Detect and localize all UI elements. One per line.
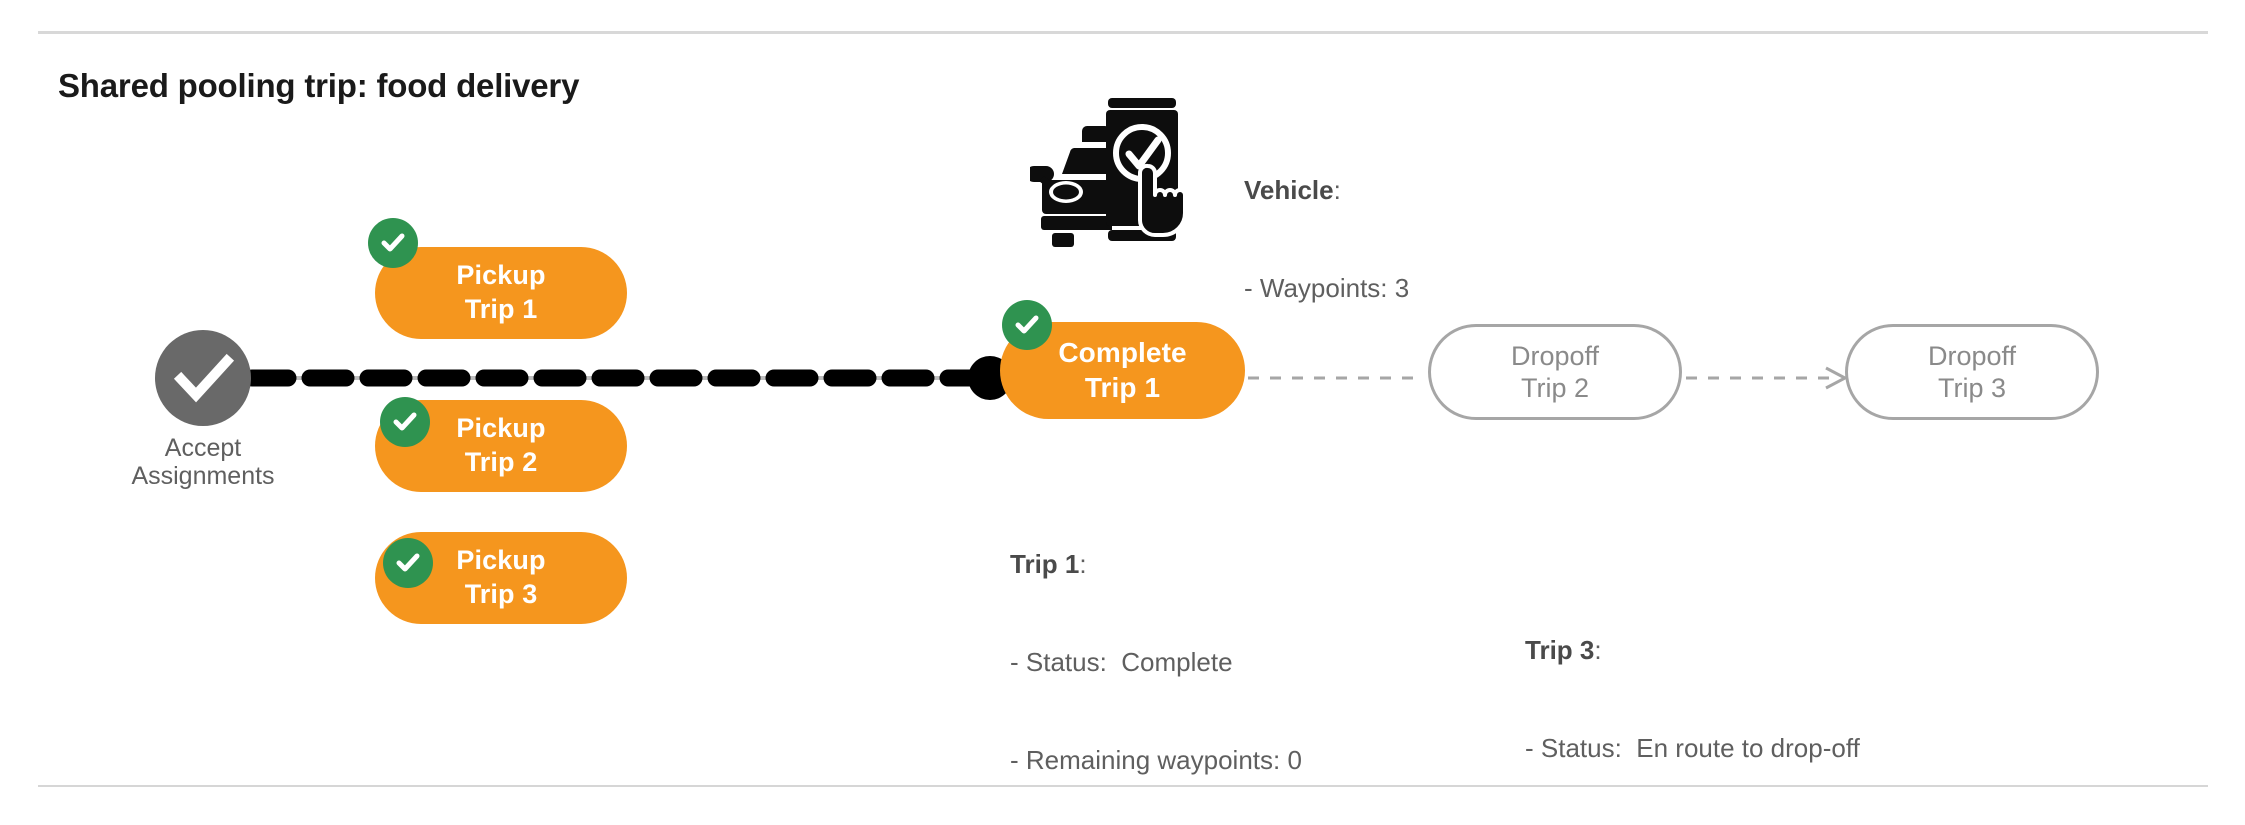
accept-label-line2: Assignments	[131, 462, 275, 491]
check-badge-pickup-3-icon	[383, 538, 433, 588]
vehicle-info-heading-row: Vehicle:	[1244, 174, 1409, 207]
trip-3-heading: Trip 3	[1525, 634, 1595, 665]
check-badge-pickup-1-icon	[368, 218, 418, 268]
dropoff-2-line1: Dropoff	[1510, 340, 1600, 371]
trip-3-heading-row: Trip 3:	[1525, 634, 1860, 667]
accept-label-line1: Accept	[164, 434, 242, 462]
pickup-1-line2: Trip 1	[464, 294, 538, 324]
dropoff-3-line1: Dropoff	[1927, 340, 2017, 371]
page-title: Shared pooling trip: food delivery	[58, 67, 580, 104]
vehicle-info-waypoints: - Waypoints: 3	[1244, 272, 1410, 303]
trip-3-status: - Status: En route to drop-off	[1525, 732, 1860, 763]
node-complete-trip-1[interactable]: Complete Trip 1	[1000, 322, 1245, 419]
vehicle-info-heading: Vehicle	[1244, 174, 1334, 205]
check-badge-complete-icon	[1002, 300, 1052, 350]
complete-line2: Trip 1	[1084, 371, 1161, 403]
node-pickup-trip-1[interactable]: Pickup Trip 1	[375, 247, 627, 339]
trip-1-heading-row: Trip 1:	[1010, 548, 1345, 581]
trip-3-info-block: Trip 3: - Status: En route to drop-off -…	[1525, 568, 1860, 825]
vehicle-info-heading-suffix: :	[1333, 174, 1341, 205]
node-accept-assignments[interactable]: Accept Assignments	[131, 330, 275, 490]
pickup-1-line1: Pickup	[456, 260, 546, 291]
arrow-head-icon	[1825, 366, 1849, 390]
trip-1-2-info-block: Trip 1: - Status: Complete - Remaining w…	[1010, 482, 1345, 825]
trip-1-heading: Trip 1	[1010, 548, 1080, 579]
dropoff-3-line2: Trip 3	[1937, 373, 2006, 403]
node-pickup-trip-2[interactable]: Pickup Trip 2	[375, 400, 627, 492]
vehicle-phone-check-icon	[1030, 88, 1192, 250]
node-dropoff-trip-2[interactable]: Dropoff Trip 2	[1428, 324, 1682, 420]
pickup-3-line2: Trip 3	[464, 579, 538, 609]
node-dropoff-trip-3[interactable]: Dropoff Trip 3	[1845, 324, 2099, 420]
trip-1-status: - Status: Complete	[1010, 646, 1233, 677]
top-divider	[38, 31, 2208, 34]
pickup-2-line2: Trip 2	[464, 447, 538, 477]
complete-line1: Complete	[1058, 336, 1187, 368]
bottom-divider	[38, 785, 2208, 787]
pickup-2-line1: Pickup	[456, 413, 546, 444]
accept-check-icon	[155, 330, 251, 426]
pickup-3-line1: Pickup	[456, 545, 546, 576]
check-badge-pickup-2-icon	[380, 397, 430, 447]
trip-3-heading-suffix: :	[1594, 634, 1602, 665]
accept-assignments-label: Accept Assignments	[93, 434, 313, 491]
dropoff-2-line2: Trip 2	[1520, 373, 1589, 403]
vehicle-info-block: Vehicle: - Waypoints: 3	[1244, 108, 1409, 370]
trip-1-heading-suffix: :	[1079, 548, 1087, 579]
trip-1-waypoints: - Remaining waypoints: 0	[1010, 745, 1302, 775]
